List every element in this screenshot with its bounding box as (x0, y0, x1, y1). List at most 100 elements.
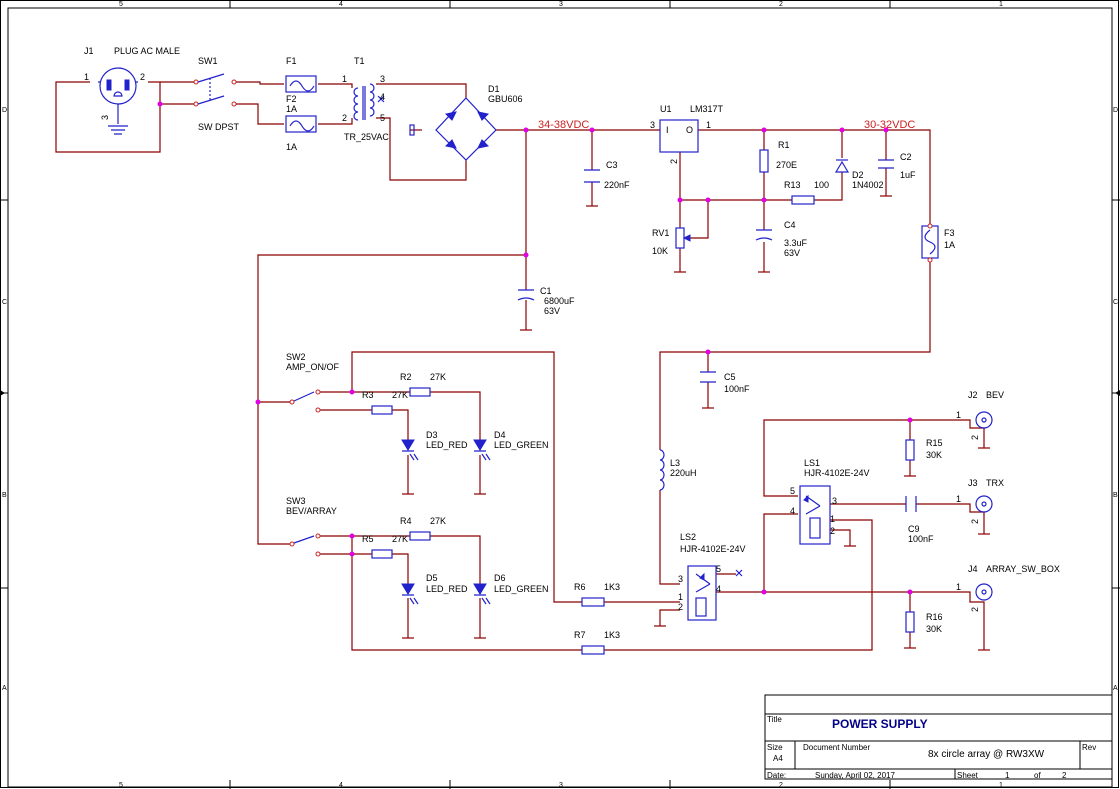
f3-value: 1A (944, 240, 955, 250)
j1-ref: J1 (84, 46, 94, 56)
r3-ref: R3 (362, 390, 374, 400)
d1-bridge-rectifier: D1 GBU606 (409, 84, 523, 161)
c2-capacitor: C2 1uF (878, 152, 916, 197)
j2-connector: J2 BEV 1 2 (956, 390, 1004, 449)
f1-value: 1A (286, 104, 297, 114)
size-label: Size (767, 743, 783, 752)
d6-ref: D6 (494, 573, 506, 583)
j3-pin2: 2 (970, 519, 980, 524)
d3-ref: D3 (426, 430, 438, 440)
t1-pin3: 3 (380, 74, 385, 84)
r15-value: 30K (926, 450, 942, 460)
r16-ref: R16 (926, 612, 943, 622)
c3-value: 220nF (604, 180, 630, 190)
u1-ref: U1 (660, 104, 672, 114)
j3-connector: J3 TRX 1 2 (956, 478, 1004, 535)
c5-capacitor: C5 100nF (700, 371, 750, 409)
col-label-top: 2 (779, 1, 783, 8)
sheet-total: 2 (1062, 771, 1067, 780)
d6-value: LED_GREEN (494, 584, 549, 594)
c9-capacitor: C9 100nF (905, 496, 934, 544)
col-label-bottom: 4 (339, 782, 343, 789)
f3-fuse: F3 1A (921, 223, 955, 263)
r4-ref: R4 (400, 516, 412, 526)
title-block: Title POWER SUPPLY Size A4 Document Numb… (764, 694, 1113, 780)
date-value: Sunday, April 02, 2017 (815, 771, 895, 780)
l3-value: 220uH (670, 468, 697, 478)
net-label-regulated: 30-32VDC (864, 119, 915, 131)
u1-in-label: I (666, 125, 669, 135)
col-label-top: 4 (339, 1, 343, 8)
ls1-pin1: 1 (830, 514, 835, 524)
sw2-ref: SW2 (286, 352, 306, 362)
c9-value: 100nF (908, 534, 934, 544)
d1-value: GBU606 (488, 94, 523, 104)
u1-pin3: 3 (650, 120, 655, 130)
row-label-left: D (2, 107, 7, 114)
d3-led: D3 LED_RED (401, 430, 468, 495)
ls2-value: HJR-4102E-24V (680, 544, 746, 554)
f3-ref: F3 (944, 228, 955, 238)
t1-pin2: 2 (342, 113, 347, 123)
d5-led: D5 LED_RED (401, 573, 468, 639)
r6-resistor: R6 1K3 (574, 582, 620, 607)
ls2-pin1: 1 (678, 592, 683, 602)
col-label-bottom: 2 (779, 782, 783, 789)
date-label: Date: (767, 771, 786, 780)
c1-voltage: 63V (544, 306, 560, 316)
r1-value: 270E (776, 160, 797, 170)
row-label-left: A (2, 685, 7, 692)
r3-resistor: R3 27K (362, 390, 408, 415)
r7-value: 1K3 (604, 630, 620, 640)
d2-ref: D2 (852, 170, 864, 180)
c3-capacitor: C3 220nF (584, 160, 630, 207)
r13-resistor: R13 100 (784, 180, 829, 205)
r5-value: 27K (392, 534, 408, 544)
r1-resistor: R1 270E (759, 140, 797, 173)
c5-value: 100nF (724, 384, 750, 394)
j1-ac-plug: J1 PLUG AC MALE 1 2 3 (84, 46, 180, 135)
rv1-potentiometer: RV1 10K (652, 227, 691, 273)
c1-value: 6800uF (544, 296, 575, 306)
c4-ref: C4 (784, 220, 796, 230)
c4-voltage: 63V (784, 248, 800, 258)
r5-ref: R5 (362, 534, 374, 544)
j1-value: PLUG AC MALE (114, 46, 180, 56)
row-label-right: C (1113, 299, 1118, 306)
d6-led: D6 LED_GREEN (473, 573, 549, 639)
u1-adj-pin: 2 (669, 159, 679, 164)
f2-fuse: F2 1A (285, 94, 317, 152)
j2-value: BEV (986, 390, 1004, 400)
d4-value: LED_GREEN (494, 440, 549, 450)
ls2-pin2: 2 (678, 602, 683, 612)
sheet-label: Sheet (957, 771, 979, 780)
r15-resistor: R15 30K (904, 438, 943, 477)
c2-ref: C2 (900, 152, 912, 162)
title-label: Title (767, 715, 782, 724)
ls2-relay: LS2 HJR-4102E-24V 5 3 4 1 2 (654, 532, 746, 627)
sheet-number: 1 (1005, 771, 1010, 780)
r7-ref: R7 (574, 630, 586, 640)
ls2-pin4: 4 (716, 584, 721, 594)
l3-ref: L3 (670, 458, 680, 468)
u1-out-label: O (686, 125, 693, 135)
c9-ref: C9 (908, 524, 920, 534)
f1-ref: F1 (286, 56, 297, 66)
j3-ref: J3 (968, 478, 978, 488)
ls1-relay: LS1 HJR-4102E-24V 5 4 3 1 2 (790, 458, 870, 547)
ls1-pin2: 2 (830, 526, 835, 536)
r6-value: 1K3 (604, 582, 620, 592)
j2-pin2: 2 (970, 435, 980, 440)
r15-ref: R15 (926, 438, 943, 448)
sw2-value: AMP_ON/OF (286, 362, 340, 372)
c4-capacitor: C4 3.3uF 63V (755, 220, 808, 273)
sheet-of-label: of (1034, 771, 1041, 780)
r2-ref: R2 (400, 372, 412, 382)
r7-resistor: R7 1K3 (574, 630, 620, 655)
r2-value: 27K (430, 372, 446, 382)
row-label-right: A (1113, 685, 1118, 692)
sw3-value: BEV/ARRAY (286, 506, 337, 516)
j1-pin2: 2 (140, 72, 145, 82)
r16-value: 30K (926, 624, 942, 634)
d2-diode: D2 1N4002 (834, 159, 884, 190)
